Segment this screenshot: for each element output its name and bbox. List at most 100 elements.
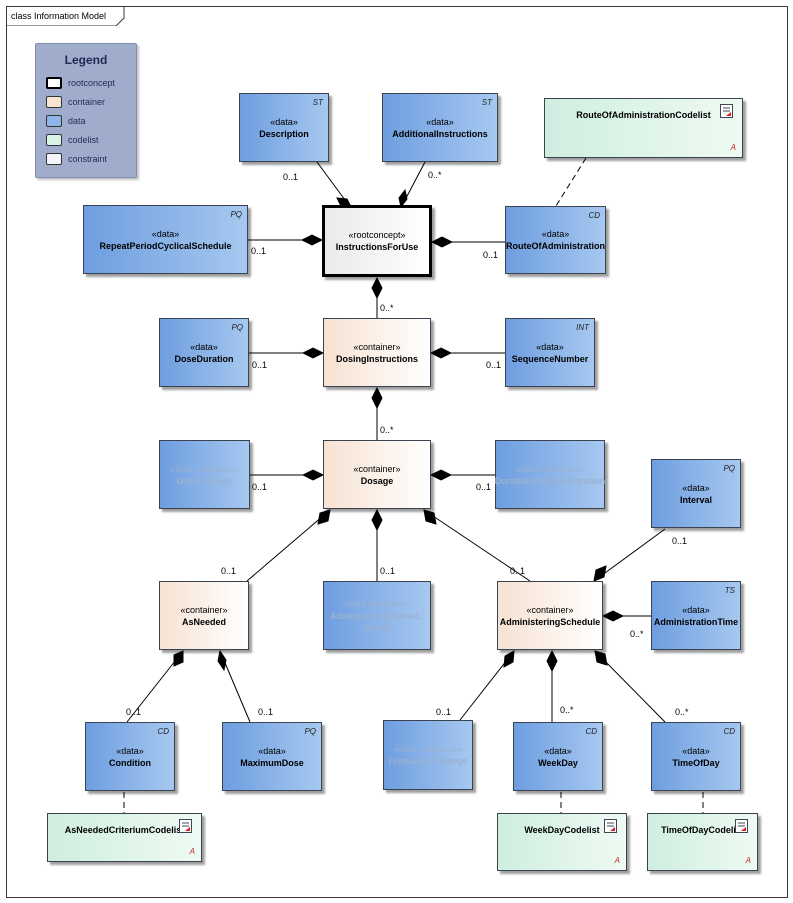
class-dosing-instructions[interactable]: «container» DosingInstructions <box>323 318 431 387</box>
diamond-dosage <box>371 386 383 410</box>
class-time-of-day[interactable]: CD «data» TimeOfDay <box>651 722 741 791</box>
class-name: SequenceNumber <box>511 353 589 364</box>
legend-label: rootconcept <box>68 78 116 88</box>
stereotype-label: «rootconcept» <box>348 230 406 240</box>
class-name: RouteOfAdministrationCodelist <box>576 110 711 120</box>
diamond-route <box>430 236 454 248</box>
class-repeat-period-cyclical-schedule[interactable]: PQ «data» RepeatPeriodCyclicalSchedule <box>83 205 248 274</box>
diagram-frame <box>6 6 788 898</box>
class-duration-of-administration[interactable]: «data,reference» DurationOfAdministratio… <box>495 440 605 509</box>
abstract-mark: A <box>730 143 736 152</box>
legend-swatch-constraint <box>46 153 62 165</box>
datatype-tag: PQ <box>231 323 243 332</box>
legend-item-rootconcept: rootconcept <box>46 76 115 90</box>
diamond-week-day <box>546 649 558 673</box>
codelist-route-of-administration[interactable]: RouteOfAdministrationCodelist A <box>544 98 743 158</box>
class-name: AdditionalInstructions <box>392 128 488 139</box>
class-dosage[interactable]: «container» Dosage <box>323 440 431 509</box>
class-name: Condition <box>109 757 151 768</box>
class-name: InstructionsForUse <box>335 242 419 252</box>
multiplicity-week-day: 0..* <box>560 705 574 715</box>
diamond-dosing-instructions <box>371 276 383 300</box>
codelist-document-icon <box>179 819 192 833</box>
codelist-week-day[interactable]: WeekDayCodelist A <box>497 813 627 871</box>
class-administering-schedule[interactable]: «container» AdministeringSchedule <box>497 581 603 650</box>
stereotype-label: «data» <box>682 745 710 756</box>
stereotype-label: «data» <box>151 228 180 239</box>
codelist-document-icon <box>604 819 617 833</box>
class-frequency-range[interactable]: «data,reference» Frequency::Range <box>383 720 473 790</box>
connector-route-codelist <box>555 157 587 207</box>
class-administration-time[interactable]: TS «data» AdministrationTime <box>651 581 741 650</box>
legend-label: container <box>68 97 106 107</box>
codelist-document-icon <box>735 819 748 833</box>
stereotype-label: «container» <box>526 604 574 615</box>
diamond-sequence-number <box>429 347 453 359</box>
stereotype-label: «container» <box>353 341 401 352</box>
class-administering-speed-range[interactable]: «data,reference» AdministeringSpeed:: Ra… <box>323 581 431 650</box>
codelist-time-of-day[interactable]: TimeOfDayCodelist A <box>647 813 758 871</box>
stereotype-label: «data,reference» <box>342 598 412 609</box>
class-as-needed[interactable]: «container» AsNeeded <box>159 581 249 650</box>
connector-additional-instructions <box>404 161 426 201</box>
diamond-administering-speed <box>371 508 383 532</box>
class-name: TimeOfDay <box>672 757 720 768</box>
class-name: TimeOfDayCodelist <box>661 825 744 835</box>
class-name: WeekDayCodelist <box>524 825 600 835</box>
legend-swatch-rootconcept <box>46 77 62 89</box>
stereotype-label: «data,reference» <box>170 463 239 474</box>
class-additional-instructions[interactable]: ST «data» AdditionalInstructions <box>382 93 498 162</box>
multiplicity-administration-time: 0..* <box>630 629 644 639</box>
class-name: AsNeeded <box>181 616 226 627</box>
multiplicity-dosage: 0..* <box>380 425 394 435</box>
class-dose-range[interactable]: «data,reference» Dose::Range <box>159 440 250 509</box>
multiplicity-sequence-number: 0..1 <box>486 360 502 370</box>
class-maximum-dose[interactable]: PQ «data» MaximumDose <box>222 722 322 791</box>
class-name: DosingInstructions <box>335 353 418 364</box>
diamond-dose-duration <box>301 347 325 359</box>
class-name: Dosage <box>360 475 394 486</box>
datatype-tag: ST <box>312 98 323 107</box>
datatype-tag: CD <box>588 211 600 220</box>
class-name: MaximumDose <box>240 757 304 768</box>
class-instructions-for-use[interactable]: «rootconcept» InstructionsForUse <box>322 205 432 277</box>
legend-swatch-container <box>46 96 62 108</box>
datatype-tag: TS <box>724 586 735 595</box>
stereotype-label: «data,reference» <box>393 744 463 754</box>
diamond-administering-schedule <box>423 509 437 525</box>
stereotype-label: «data» <box>426 116 454 127</box>
class-condition[interactable]: CD «data» Condition <box>85 722 175 791</box>
legend-swatch-codelist <box>46 134 62 146</box>
multiplicity-interval: 0..1 <box>672 536 688 546</box>
legend-swatch-data <box>46 115 62 127</box>
stereotype-label: «data» <box>682 482 710 493</box>
legend-item-data: data <box>46 114 86 128</box>
class-name: RepeatPeriodCyclicalSchedule <box>99 240 232 251</box>
class-sequence-number[interactable]: INT «data» SequenceNumber <box>505 318 595 387</box>
codelist-as-needed-criterium[interactable]: AsNeededCriteriumCodelist A <box>47 813 202 862</box>
diamond-frequency <box>503 650 515 668</box>
connector-description <box>316 161 346 201</box>
class-description[interactable]: ST «data» Description <box>239 93 329 162</box>
class-dose-duration[interactable]: PQ «data» DoseDuration <box>159 318 249 387</box>
datatype-tag: ST <box>481 98 492 107</box>
multiplicity-administering-speed: 0..1 <box>380 566 396 576</box>
diamond-administration-time <box>601 610 625 622</box>
datatype-tag: PQ <box>304 727 316 736</box>
legend: Legend rootconcept container data codeli… <box>35 43 137 178</box>
class-route-of-administration[interactable]: CD «data» RouteOfAdministration <box>505 206 606 274</box>
class-week-day[interactable]: CD «data» WeekDay <box>513 722 603 791</box>
diamond-time-of-day <box>594 650 608 666</box>
codelist-document-icon <box>720 104 733 118</box>
class-name: AdministeringSpeed:: <box>330 610 424 621</box>
diamond-maximum-dose <box>217 649 227 672</box>
frame-tab <box>6 6 125 26</box>
multiplicity-frequency-range: 0..1 <box>436 707 452 717</box>
datatype-tag: PQ <box>230 210 242 219</box>
diamond-repeat-period <box>300 234 324 246</box>
class-name: AdministrationTime <box>653 616 739 627</box>
class-name: AsNeededCriteriumCodelist <box>64 825 185 835</box>
legend-label: constraint <box>68 154 108 164</box>
class-interval[interactable]: PQ «data» Interval <box>651 459 741 528</box>
multiplicity-time-of-day: 0..* <box>675 707 689 717</box>
